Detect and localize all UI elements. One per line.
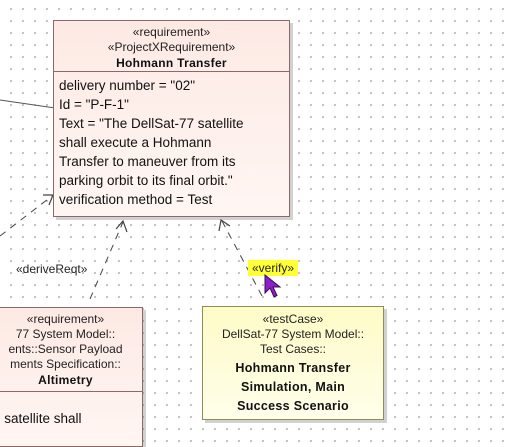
derive-connector[interactable] xyxy=(0,194,54,237)
derive-connector[interactable] xyxy=(89,219,128,300)
requirement-name: Altimetry xyxy=(38,373,93,387)
qualified-path-line: ents::Sensor Payload xyxy=(8,342,123,356)
stereotype-requirement: «requirement» xyxy=(26,312,105,326)
requirement-header: «requirement» «ProjectXRequirement» Hohm… xyxy=(54,21,289,72)
attribute-line: parking orbit to its final orbit." xyxy=(59,173,233,188)
qualified-path-line: DellSat-77 System Model:: xyxy=(221,327,365,341)
testcase-hohmann-simulation[interactable]: «testCase» DellSat-77 System Model:: Tes… xyxy=(202,306,384,420)
testcase-name-line: Success Scenario xyxy=(237,399,349,413)
attribute-line: verification method = Test xyxy=(59,192,213,207)
requirement-hohmann-transfer[interactable]: «requirement» «ProjectXRequirement» Hohm… xyxy=(53,20,290,217)
verify-connector[interactable] xyxy=(218,218,263,297)
attribute-line: Text = "The DellSat-77 satellite xyxy=(59,116,244,131)
attribute-line: Transfer to maneuver from its xyxy=(59,154,236,169)
requirement-name: Hohmann Transfer xyxy=(116,56,227,70)
pointer-cursor-icon xyxy=(264,274,282,298)
derive-reqt-label[interactable]: «deriveReqt» xyxy=(16,262,88,276)
qualified-path-line: Test Cases:: xyxy=(259,342,327,356)
testcase-name-line: Simulation, Main xyxy=(240,380,346,394)
requirement-header: «requirement» 77 System Model:: ents::Se… xyxy=(0,308,142,388)
verify-label[interactable]: «verify» xyxy=(248,260,299,276)
qualified-path-line: 77 System Model:: xyxy=(15,327,116,341)
stereotype-testcase: «testCase» xyxy=(262,312,324,326)
stereotype-projectx: «ProjectXRequirement» xyxy=(107,40,236,54)
compartment-divider xyxy=(0,391,142,392)
stereotype-requirement: «requirement» xyxy=(132,25,211,39)
testcase-name-line: Hohmann Transfer xyxy=(235,361,351,375)
solid-connector[interactable] xyxy=(0,99,56,109)
requirement-altimetry[interactable]: «requirement» 77 System Model:: ents::Se… xyxy=(0,307,143,447)
qualified-path-line: ments Specification:: xyxy=(10,357,121,371)
attribute-line: delivery number = "02" xyxy=(59,78,196,93)
requirement-attributes: delivery number = "02" Id = "P-F-1" Text… xyxy=(54,72,289,213)
attribute-line: " xyxy=(0,392,142,410)
attribute-line: Id = "P-F-1" xyxy=(59,97,129,112)
attribute-line: shall execute a Hohmann xyxy=(59,135,212,150)
attribute-line: e satellite shall xyxy=(0,411,82,426)
requirement-attributes: " e satellite shall xyxy=(0,392,142,428)
